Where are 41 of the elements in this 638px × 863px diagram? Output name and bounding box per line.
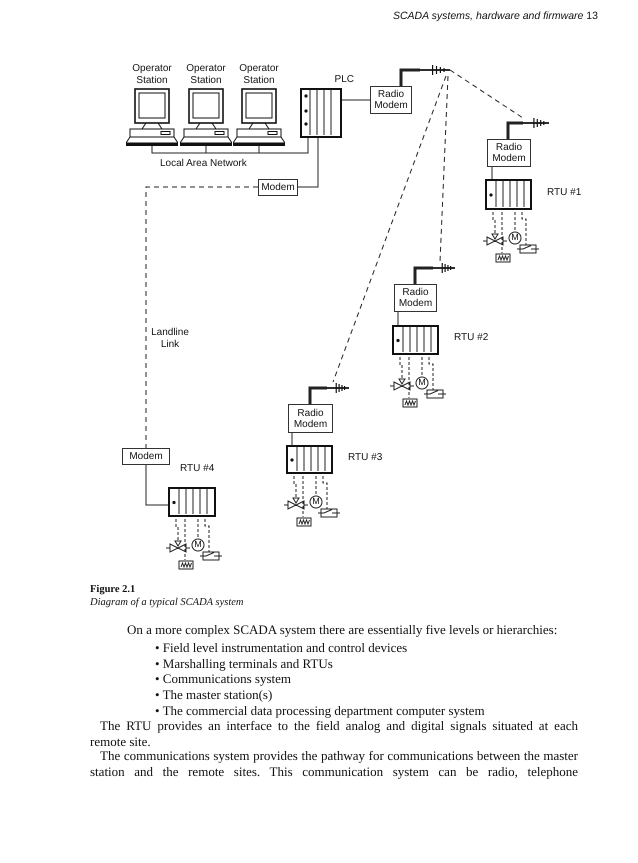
radio-modem-unit: Radio Modem (487, 139, 531, 167)
antenna-feed-line (400, 68, 420, 86)
plc-label: PLC (334, 74, 354, 86)
radio-modem-unit: Radio Modem (370, 86, 412, 114)
dashed-connector-line (450, 70, 524, 118)
motor-letter: M (193, 539, 203, 550)
motor-letter: M (311, 496, 321, 507)
modem-unit: Modem (258, 179, 298, 196)
rtu-label: RTU #3 (348, 452, 382, 464)
bullet-item: • Field level instrumentation and control devices (155, 640, 408, 656)
antenna-feed-line (414, 266, 433, 284)
bullet-item: • The commercial data processing department computer system (155, 702, 486, 719)
body-paragraph: The communications system provides the pathway for communications between the master station and the remote sites. This communication system can be radio, telephone (90, 748, 578, 779)
figure-caption: Diagram of a typical SCADA system (90, 597, 244, 609)
dashed-connector-line (332, 76, 446, 382)
connector-line (146, 464, 168, 506)
connector-line (258, 138, 308, 154)
dashed-connector-line (146, 186, 258, 448)
body-paragraph: On a more complex SCADA system there are essentially five levels or hierarchies: (126, 622, 558, 638)
antenna-feed-line (506, 122, 523, 139)
radio-modem-unit: Radio Modem (394, 284, 437, 312)
body-paragraph: The RTU provides an interface to the field analog and digital signals situated at each remote site. (90, 718, 578, 749)
station-label: Operator Station (131, 63, 173, 87)
station-label: Operator Station (238, 63, 280, 87)
bullet-item: • Communications system (155, 671, 292, 688)
station-label: Operator Station (185, 63, 227, 87)
figure-number: Figure 2.1 (90, 583, 136, 596)
antenna-feed-line (308, 386, 327, 404)
radio-modem-unit: Radio Modem (288, 404, 333, 433)
rtu-label: RTU #1 (547, 186, 582, 198)
bullet-item: • Marshalling terminals and RTUs (155, 656, 334, 672)
rtu-label: RTU #2 (454, 332, 488, 344)
motor-letter: M (510, 232, 520, 243)
network-label: Local Area Network (160, 158, 248, 170)
motor-letter: M (417, 377, 427, 388)
dashed-connector-line (440, 76, 448, 262)
running-header: SCADA systems, hardware and firmware 13 (392, 10, 598, 23)
bullet-item: • The master station(s) (155, 687, 274, 704)
rtu-label: RTU #4 (180, 463, 214, 475)
connector-line (298, 138, 318, 188)
modem-unit: Modem (122, 448, 170, 465)
